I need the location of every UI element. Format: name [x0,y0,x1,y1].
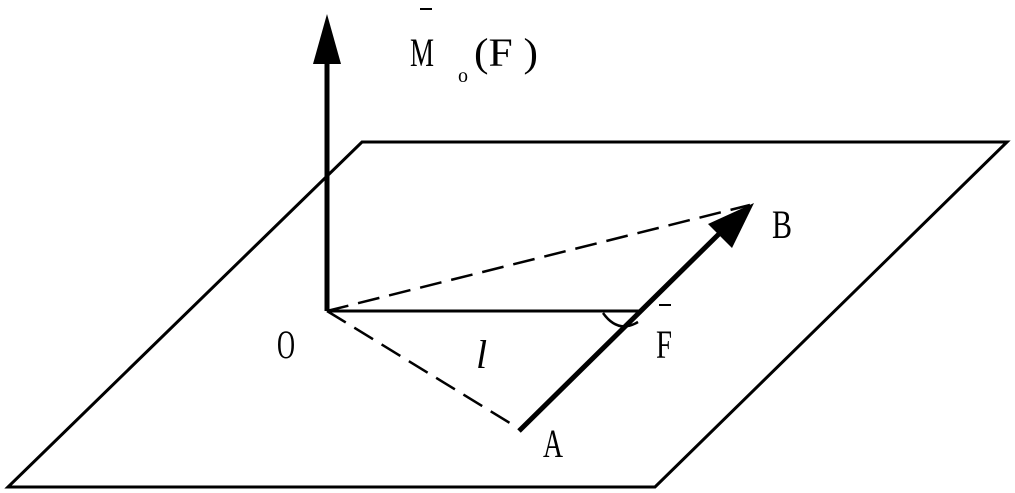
moment-subscript: o [458,65,468,87]
plane-parallelogram [4,140,1011,489]
point-a-label: A [543,421,563,466]
moment-symbol: M [410,30,434,75]
dashed-line-oa [326,309,519,430]
force-vector-shaft [517,226,727,433]
point-b-label: B [772,202,792,247]
moment-argument: (F ) [474,30,538,75]
lever-arm-label: l [476,332,487,377]
origin-label: O [277,322,295,367]
force-vector-arrowhead [708,203,754,248]
angle-arc [601,312,639,328]
force-label: F [656,322,672,367]
dashed-line-ob [326,203,751,313]
moment-vector-arrowhead [313,14,341,64]
